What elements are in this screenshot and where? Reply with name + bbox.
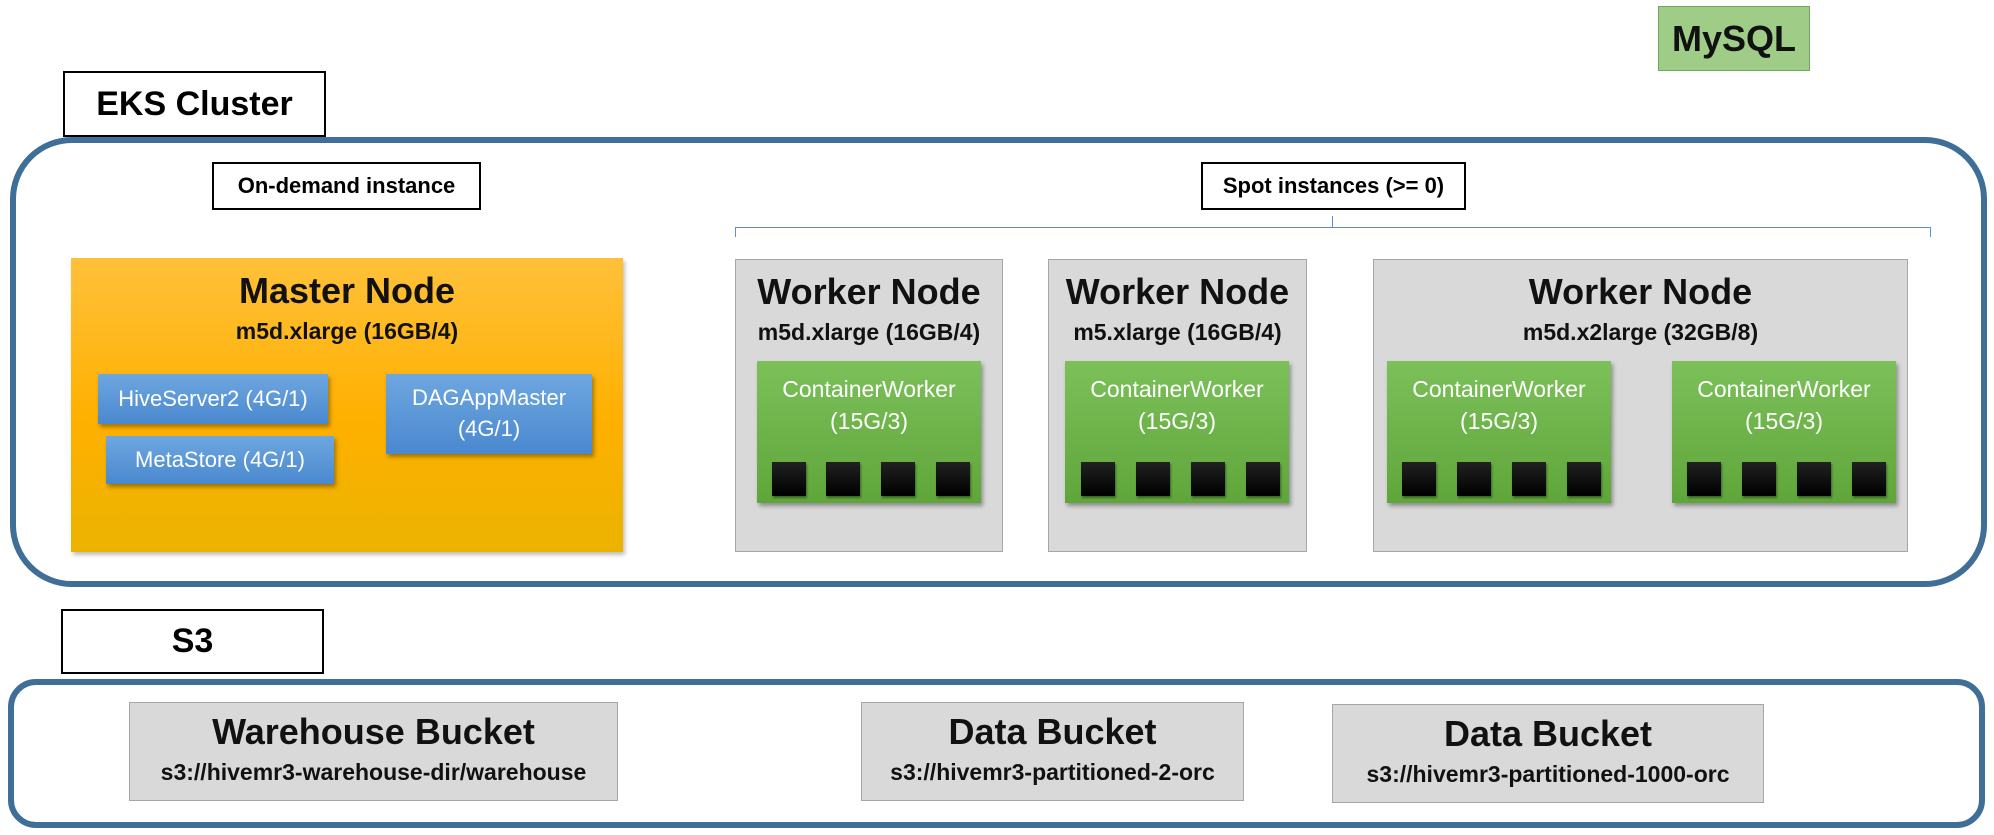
on-demand-label: On-demand instance	[212, 162, 481, 210]
container-worker-name: ContainerWorker	[1412, 376, 1586, 402]
container-worker: ContainerWorker (15G/3)	[1387, 361, 1611, 503]
mysql-box: MySQL	[1658, 6, 1810, 71]
container-worker: ContainerWorker (15G/3)	[757, 361, 981, 503]
task-slot	[1402, 462, 1436, 496]
task-slot	[1457, 462, 1491, 496]
eks-cluster-label: EKS Cluster	[63, 71, 326, 137]
dagappmaster-component: DAGAppMaster (4G/1)	[386, 374, 592, 454]
worker-node-spec: m5d.x2large (32GB/8)	[1522, 319, 1759, 345]
task-slot	[1246, 462, 1280, 496]
container-worker: ContainerWorker (15G/3)	[1065, 361, 1289, 503]
container-worker-name: ContainerWorker	[1697, 376, 1871, 402]
hiveserver2-component: HiveServer2 (4G/1)	[98, 374, 328, 424]
eks-cluster-frame	[10, 137, 1987, 587]
worker-node-title: Worker Node	[1065, 271, 1290, 312]
dagappmaster-resources: (4G/1)	[457, 416, 521, 441]
worker-node-spec: m5d.xlarge (16GB/4)	[757, 319, 981, 345]
s3-label-text: S3	[171, 622, 214, 660]
task-slot	[1852, 462, 1886, 496]
container-worker-label: ContainerWorker (15G/3)	[757, 373, 981, 437]
bucket-path: s3://hivemr3-partitioned-1000-orc	[1366, 761, 1730, 787]
container-worker-name: ContainerWorker	[782, 376, 956, 402]
worker-node-2: Worker Node m5.xlarge (16GB/4) Container…	[1048, 259, 1307, 552]
spot-bracket-tick	[1332, 216, 1333, 227]
mysql-label: MySQL	[1671, 17, 1796, 59]
task-slot	[1136, 462, 1170, 496]
data-bucket-1: Data Bucket s3://hivemr3-partitioned-2-o…	[861, 702, 1244, 801]
eks-cluster-label-text: EKS Cluster	[96, 84, 293, 123]
task-slot	[1191, 462, 1225, 496]
master-node: Master Node m5d.xlarge (16GB/4) HiveServ…	[71, 258, 623, 552]
container-worker-label: ContainerWorker (15G/3)	[1672, 373, 1896, 437]
bucket-title: Data Bucket	[948, 711, 1157, 752]
container-worker-resources: (15G/3)	[1460, 408, 1538, 435]
metastore-component: MetaStore (4G/1)	[106, 436, 334, 484]
master-node-title: Master Node	[238, 270, 456, 311]
bucket-path: s3://hivemr3-partitioned-2-orc	[890, 759, 1215, 785]
spot-instances-label-text: Spot instances (>= 0)	[1222, 173, 1445, 198]
task-slot	[826, 462, 860, 496]
task-slot	[1512, 462, 1546, 496]
container-worker: ContainerWorker (15G/3)	[1672, 361, 1896, 503]
task-slot	[772, 462, 806, 496]
bucket-title: Warehouse Bucket	[212, 711, 535, 752]
bucket-title: Data Bucket	[1443, 713, 1653, 754]
container-worker-resources: (15G/3)	[830, 408, 908, 435]
dagappmaster-label: DAGAppMaster	[411, 385, 567, 411]
task-slot	[1797, 462, 1831, 496]
container-worker-label: ContainerWorker (15G/3)	[1387, 373, 1611, 437]
worker-node-1: Worker Node m5d.xlarge (16GB/4) Containe…	[735, 259, 1003, 552]
container-worker-resources: (15G/3)	[1745, 408, 1823, 435]
master-node-spec: m5d.xlarge (16GB/4)	[235, 318, 459, 344]
container-worker-label: ContainerWorker (15G/3)	[1065, 373, 1289, 437]
warehouse-bucket: Warehouse Bucket s3://hivemr3-warehouse-…	[129, 702, 618, 801]
task-slot	[1567, 462, 1601, 496]
worker-node-spec: m5.xlarge (16GB/4)	[1073, 319, 1282, 345]
task-slot	[1687, 462, 1721, 496]
hiveserver2-label: HiveServer2 (4G/1)	[118, 385, 308, 411]
worker-node-title: Worker Node	[757, 271, 981, 312]
task-slot	[1081, 462, 1115, 496]
spot-bracket	[735, 227, 1931, 237]
metastore-label: MetaStore (4G/1)	[135, 446, 305, 472]
task-slot	[1742, 462, 1776, 496]
task-slot	[881, 462, 915, 496]
s3-frame	[8, 679, 1985, 828]
s3-label: S3	[61, 609, 324, 674]
task-slot	[936, 462, 970, 496]
worker-node-3: Worker Node m5d.x2large (32GB/8) Contain…	[1373, 259, 1908, 552]
bucket-path: s3://hivemr3-warehouse-dir/warehouse	[160, 759, 587, 785]
spot-instances-label: Spot instances (>= 0)	[1201, 162, 1466, 210]
container-worker-resources: (15G/3)	[1138, 408, 1216, 435]
worker-node-title: Worker Node	[1528, 271, 1753, 312]
container-worker-name: ContainerWorker	[1090, 376, 1264, 402]
on-demand-label-text: On-demand instance	[237, 173, 456, 198]
data-bucket-2: Data Bucket s3://hivemr3-partitioned-100…	[1332, 704, 1764, 803]
